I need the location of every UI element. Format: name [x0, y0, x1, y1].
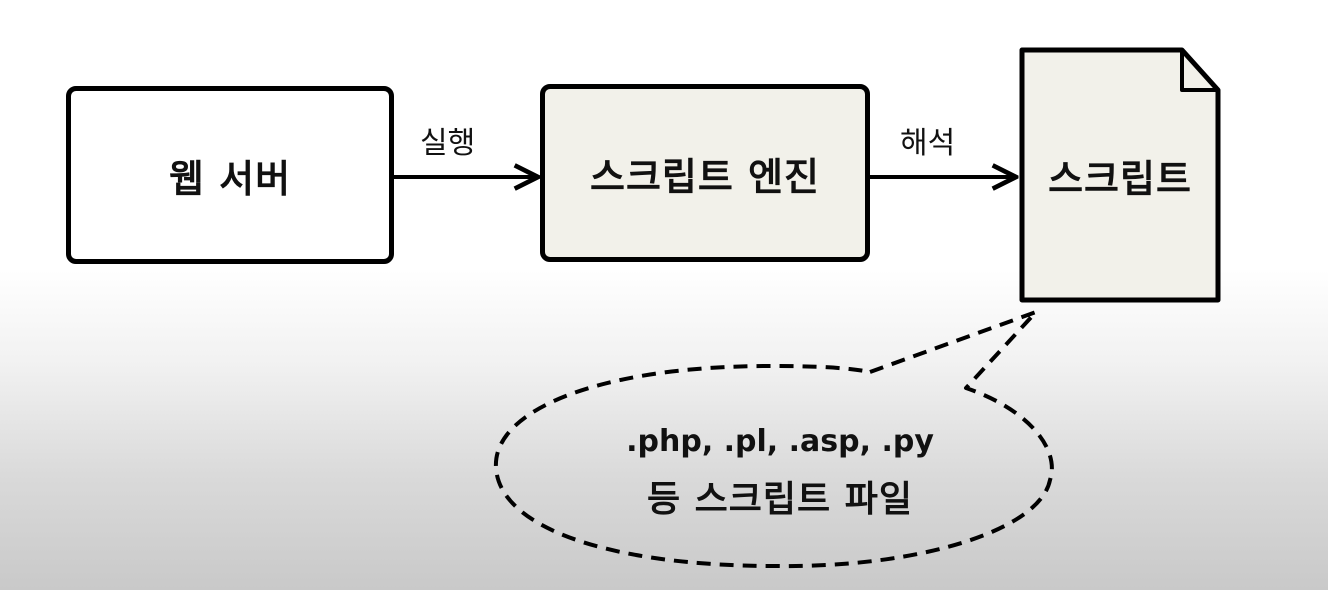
interpret-edge-label: 해석 — [900, 126, 956, 161]
script-engine-label: 스크립트 엔진 — [590, 154, 820, 199]
script-document-node — [1019, 47, 1221, 303]
callout-bubble — [493, 310, 1054, 569]
callout-extensions-text: .php, .pl, .asp, .py — [626, 424, 934, 459]
execute-edge-label: 실행 — [420, 126, 476, 161]
web-server-label: 웹 서버 — [168, 156, 292, 201]
callout-description-text: 등 스크립트 파일 — [647, 479, 913, 520]
script-document-label: 스크립트 — [1048, 157, 1192, 201]
web-server-node: 웹 서버 — [66, 86, 394, 264]
script-engine-node: 스크립트 엔진 — [540, 84, 870, 262]
